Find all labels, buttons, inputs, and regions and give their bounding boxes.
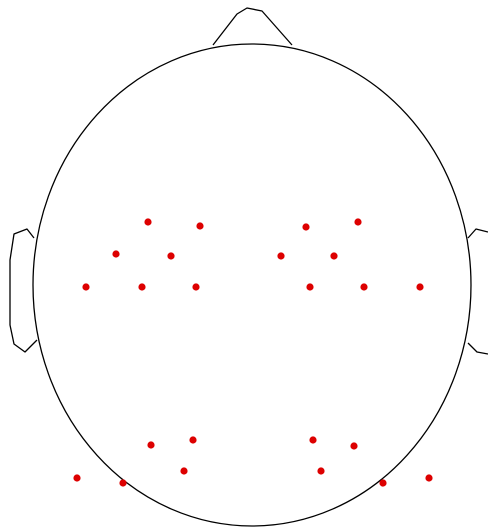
right-ear-outline-lower [468, 343, 488, 354]
electrode-marker [196, 222, 203, 229]
electrode-marker [112, 250, 119, 257]
electrode-marker [144, 218, 151, 225]
electrode-marker [277, 252, 284, 259]
electrode-marker [167, 252, 174, 259]
electrode-marker [306, 283, 313, 290]
electrode-marker [354, 218, 361, 225]
electrode-marker [82, 283, 89, 290]
nose-outline [213, 8, 292, 45]
electrode-marker [379, 479, 386, 486]
electrode-marker [330, 252, 337, 259]
electrode-marker [317, 467, 324, 474]
electrode-marker [192, 283, 199, 290]
electrode-marker [73, 474, 80, 481]
electrode-marker [180, 467, 187, 474]
electrode-marker [416, 283, 423, 290]
right-ear-outline [468, 229, 488, 238]
electrode-marker [119, 479, 126, 486]
electrode-marker [309, 436, 316, 443]
electrode-marker [147, 441, 154, 448]
head-outline [33, 44, 471, 526]
electrode-marker [425, 474, 432, 481]
electrode-marker [138, 283, 145, 290]
electrode-marker [302, 223, 309, 230]
electrode-marker [189, 436, 196, 443]
electrode-marker [360, 283, 367, 290]
electrode-marker [350, 442, 357, 449]
electrode-group [73, 218, 432, 486]
